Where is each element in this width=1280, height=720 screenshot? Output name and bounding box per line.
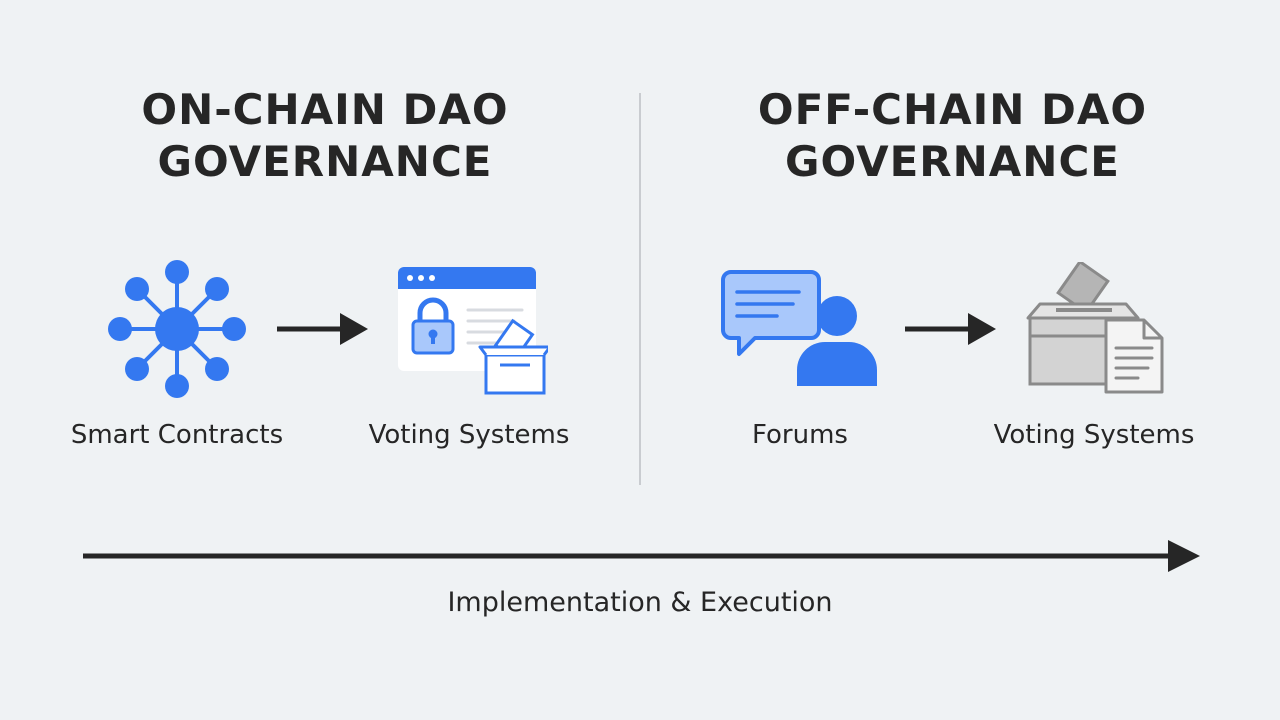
chat-user-icon xyxy=(721,270,877,386)
off-chain-title-line1: OFF-CHAIN DAO xyxy=(757,85,1148,134)
off-chain-voting-systems-label: Voting Systems xyxy=(993,420,1195,450)
arrow-right-icon xyxy=(277,313,368,345)
network-nodes-icon xyxy=(108,260,246,398)
smart-contracts-label: Smart Contracts xyxy=(70,420,284,450)
on-chain-title-line1: ON-CHAIN DAO xyxy=(141,85,509,134)
on-chain-title-line2: GOVERNANCE xyxy=(157,137,493,186)
off-chain-title: OFF-CHAIN DAO GOVERNANCE xyxy=(720,84,1185,188)
off-chain-title-line2: GOVERNANCE xyxy=(785,137,1120,186)
on-chain-voting-systems-label: Voting Systems xyxy=(368,420,570,450)
on-chain-title: ON-CHAIN DAO GOVERNANCE xyxy=(95,84,555,188)
ballot-box-document-icon xyxy=(1026,262,1164,394)
secure-ballot-window-icon xyxy=(398,267,548,395)
forums-label: Forums xyxy=(752,420,848,450)
timeline-arrow-icon xyxy=(83,540,1200,572)
timeline-label: Implementation & Execution xyxy=(447,587,833,618)
section-divider xyxy=(639,93,641,485)
arrow-right-icon xyxy=(905,313,996,345)
